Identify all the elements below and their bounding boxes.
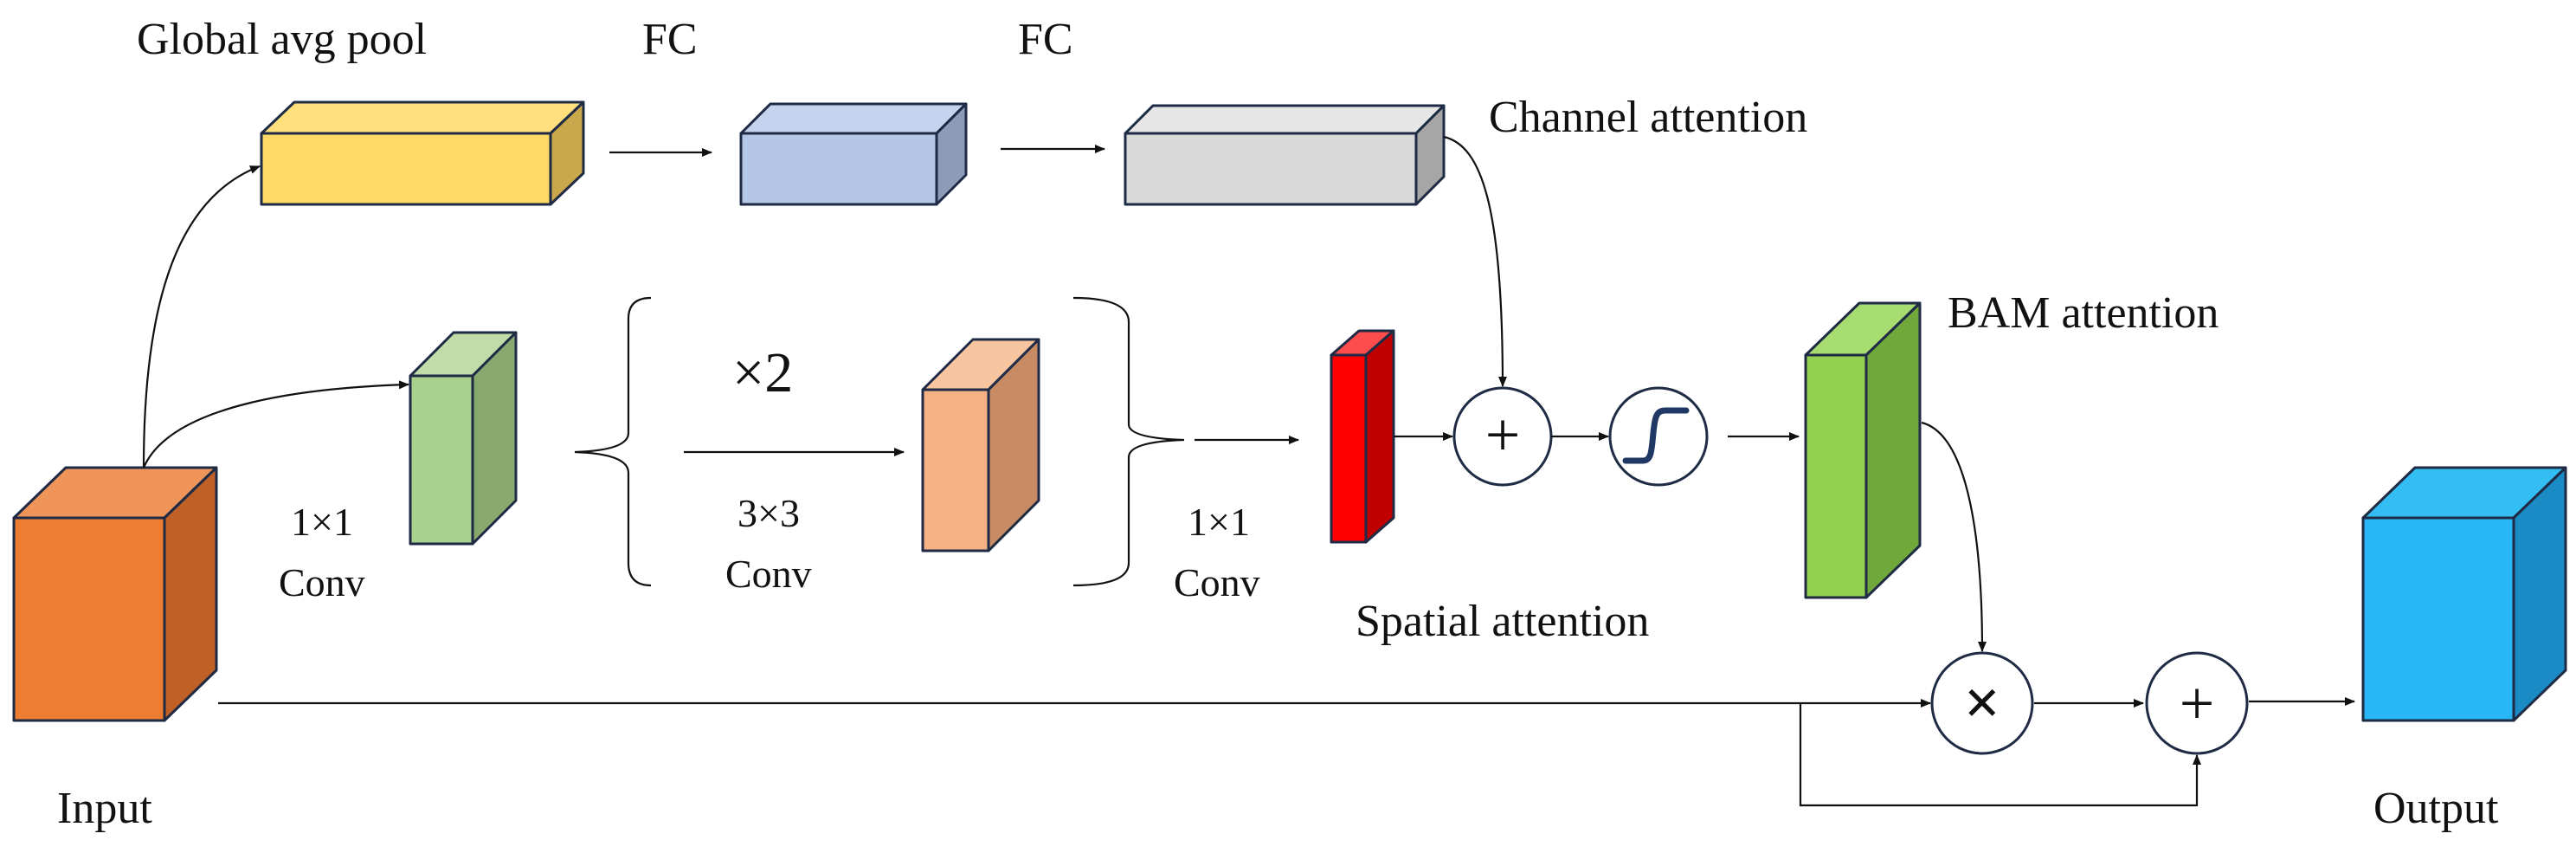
arrow-bam-to-multiply [1921, 421, 1987, 652]
sigmoid-curve-icon [1622, 407, 1690, 464]
global-avg-pool-label: Global avg pool [137, 15, 427, 64]
output-label: Output [2373, 784, 2499, 833]
multiply-operator: × [1930, 651, 2034, 755]
conv2-size-label: 1×1 [1188, 500, 1250, 544]
multiply-symbol: × [1964, 668, 2000, 739]
arrow-input-to-avgpool [142, 165, 261, 469]
fc-label-1: FC [642, 15, 698, 64]
bam-attention-block [1804, 301, 1922, 599]
conv2-name-label: Conv [1174, 560, 1260, 604]
add-symbol-1: + [1485, 400, 1521, 469]
input-label: Input [57, 784, 152, 833]
global-avg-pool-block [260, 100, 585, 206]
conv1-block [409, 331, 518, 546]
bam-attention-label: BAM attention [1948, 288, 2219, 338]
channel-attention-block [1124, 104, 1446, 206]
add-symbol-2: + [2180, 669, 2215, 738]
channel-attention-label: Channel attention [1489, 93, 1807, 142]
conv1-size-label: 1×1 [291, 500, 353, 544]
arrow-input-to-conv1 [142, 380, 409, 469]
input-block [12, 466, 218, 722]
left-bracket [574, 296, 652, 587]
arrow-channel-to-add [1443, 135, 1507, 387]
add-operator-1: + [1452, 386, 1553, 487]
add-operator-2: + [2145, 651, 2249, 755]
output-block [2361, 466, 2567, 722]
right-bracket [1072, 296, 1185, 587]
conv3-block [921, 338, 1040, 553]
spatial-attention-label: Spatial attention [1356, 597, 1649, 646]
fc-block-1 [739, 102, 968, 206]
fc-label-2: FC [1018, 15, 1073, 64]
repeat-label: ×2 [732, 341, 793, 404]
spatial-attention-block [1330, 329, 1395, 544]
conv1-name-label: Conv [279, 560, 365, 604]
conv3-name-label: Conv [725, 552, 812, 596]
arrow-skip-to-add [1799, 703, 2201, 807]
sigmoid-operator [1608, 386, 1709, 487]
conv3-size-label: 3×3 [737, 491, 800, 535]
